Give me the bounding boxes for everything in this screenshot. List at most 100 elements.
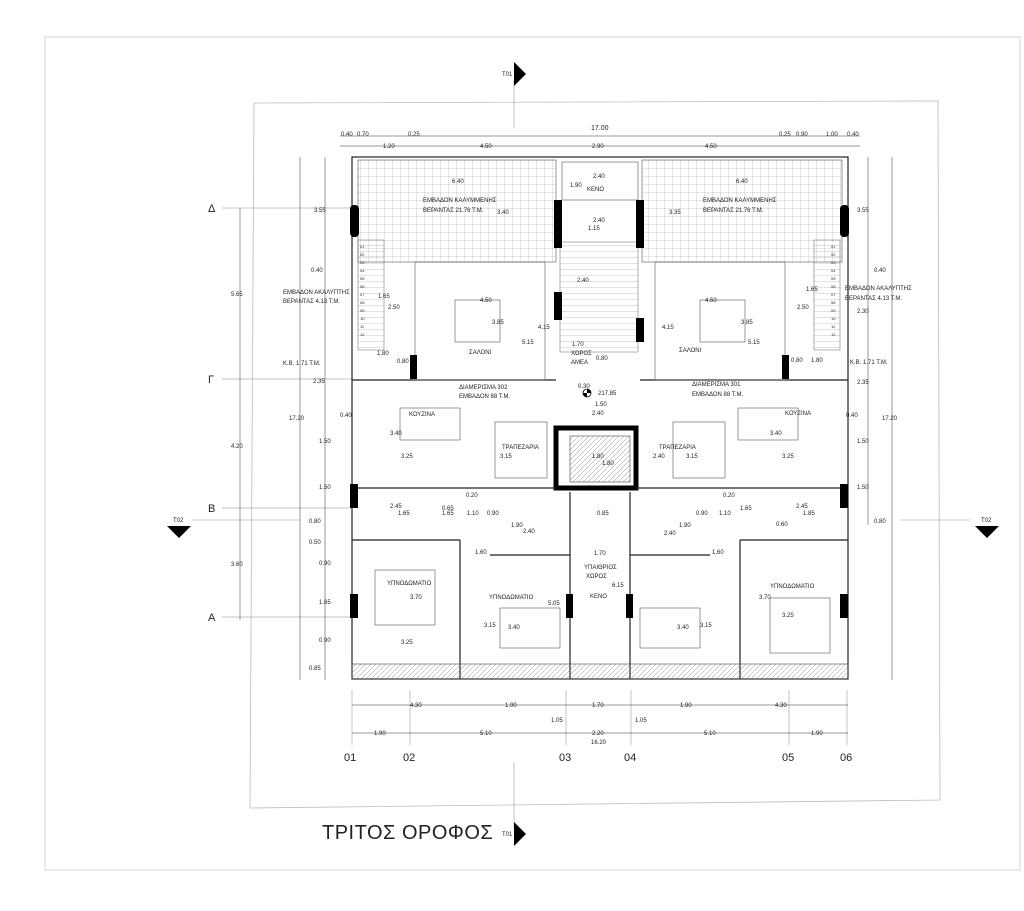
svg-text:3.70: 3.70 (759, 595, 771, 601)
svg-text:1.90: 1.90 (570, 183, 582, 189)
stair-step-number: 11 (831, 324, 836, 329)
stair-step-number: 03 (831, 260, 836, 265)
room-label: ΥΠΝΟΔΩΜΑΤΙΟ (387, 581, 432, 587)
svg-text:1.60: 1.60 (475, 550, 487, 556)
svg-text:0.90: 0.90 (696, 511, 708, 517)
dim-text: 1.50 (319, 485, 331, 491)
room-label: ΤΡΑΠΕΖΑΡΙΑ (502, 445, 539, 451)
bed-c (639, 607, 701, 649)
svg-text:3.25: 3.25 (401, 454, 413, 460)
svg-text:3.25: 3.25 (401, 640, 413, 646)
svg-text:2.40: 2.40 (653, 454, 665, 460)
dim-text: 1.90 (374, 731, 386, 737)
dim-text: 1.90 (505, 703, 517, 709)
svg-text:1.65: 1.65 (378, 294, 390, 300)
svg-text:1.65: 1.65 (442, 511, 454, 517)
bed-a (374, 569, 436, 626)
dim-text: 0.85 (309, 666, 321, 672)
dim-text: 0.90 (319, 561, 331, 567)
staircase (559, 241, 639, 353)
dim-text: 2.20 (592, 731, 604, 737)
svg-text:3.40: 3.40 (770, 431, 782, 437)
svg-text:3.25: 3.25 (782, 454, 794, 460)
section-marker-left: T02 (167, 518, 191, 538)
stair-step-number: 09 (831, 308, 836, 313)
room-label: ΒΕΡΑΝΤΑΣ 4.13 Τ.Μ. (283, 299, 340, 305)
dim-text: 1.90 (680, 703, 692, 709)
stair-step-number: 10 (360, 316, 365, 321)
svg-text:3.40: 3.40 (677, 625, 689, 631)
svg-text:3.25: 3.25 (782, 613, 794, 619)
dim-text: 0.40 (847, 132, 859, 138)
svg-text:2.45: 2.45 (796, 504, 808, 510)
dining-table-left (494, 421, 548, 479)
svg-text:2.40: 2.40 (664, 531, 676, 537)
sheet-border (44, 36, 1021, 871)
void-top (561, 161, 639, 201)
stair-step-number: 07 (360, 292, 365, 297)
section-marker-bottom: T01 (502, 822, 526, 846)
grid-axis-lines (222, 207, 848, 745)
svg-text:1.60: 1.60 (712, 550, 724, 556)
svg-text:3.40: 3.40 (497, 210, 509, 216)
svg-text:1.50: 1.50 (595, 402, 607, 408)
dining-table-right (672, 421, 726, 479)
stair-step-number: 07 (831, 292, 836, 297)
svg-text:1.80: 1.80 (377, 351, 389, 357)
svg-text:2.40: 2.40 (577, 278, 589, 284)
axis-row-label: Β (208, 503, 215, 515)
svg-text:1.65: 1.65 (740, 506, 752, 512)
svg-text:2.50: 2.50 (797, 305, 809, 311)
dim-text: 1.50 (857, 439, 869, 445)
svg-text:0.85: 0.85 (597, 511, 609, 517)
room-label: ΒΕΡΑΝΤΑΣ 4.13 Τ.Μ. (845, 296, 902, 302)
svg-text:6.40: 6.40 (452, 179, 464, 185)
room-label: ΣΑΛΟΝΙ (469, 350, 492, 356)
svg-text:1.10: 1.10 (467, 511, 479, 517)
room-label: ΒΕΡΑΝΤΑΣ 21.76 Τ.Μ. (703, 208, 764, 214)
room-label: ΕΜΒΑΔΟΝ 88 Τ.Μ. (459, 394, 510, 400)
svg-text:0.60: 0.60 (776, 522, 788, 528)
svg-text:3.85: 3.85 (741, 320, 753, 326)
dim-text: 4.30 (410, 703, 422, 709)
room-label: ΕΜΒΑΔΟΝ 88 Τ.Μ. (692, 392, 743, 398)
stair-step-number: 02 (360, 252, 365, 257)
dim-text: 1.90 (811, 731, 823, 737)
svg-text:0.20: 0.20 (466, 493, 478, 499)
dim-text: 1.70 (592, 703, 604, 709)
axis-col-label: 06 (840, 752, 852, 764)
axis-col-label: 02 (403, 752, 415, 764)
dim-text: 4.30 (775, 703, 787, 709)
room-label: ΧΩΡΟΣ (586, 574, 607, 580)
svg-text:0.90: 0.90 (487, 511, 499, 517)
stair-step-number: 05 (831, 276, 836, 281)
svg-text:1.90: 1.90 (511, 523, 523, 529)
room-label: ΣΑΛΟΝΙ (679, 348, 702, 354)
room-label: ΧΩΡΟΣ (571, 351, 592, 357)
dim-text: 0.90 (796, 132, 808, 138)
dim-text: 4.50 (705, 144, 717, 150)
svg-text:3.35: 3.35 (669, 210, 681, 216)
room-label: ΚΕΝΟ (587, 187, 604, 193)
room-label: ΒΕΡΑΝΤΑΣ 21.76 Τ.Μ. (423, 208, 484, 214)
dim-text: 0.25 (779, 132, 791, 138)
room-label: ΤΡΑΠΕΖΑΡΙΑ (659, 445, 696, 451)
section-mark-top-label: T01 (502, 72, 513, 78)
page-title: ΤΡΙΤΟΣ ΟΡΟΦΟΣ (322, 822, 493, 844)
level-marker: 217.85 (582, 388, 617, 398)
svg-text:0.80: 0.80 (596, 356, 608, 362)
svg-text:2.40: 2.40 (523, 529, 535, 535)
room-label: ΥΠΝΟΔΩΜΑΤΙΟ (770, 584, 815, 590)
room-label: ΑΜΕΑ (571, 360, 588, 366)
site-boundary (249, 100, 941, 809)
svg-text:3.15: 3.15 (700, 623, 712, 629)
svg-text:1.70: 1.70 (572, 342, 584, 348)
stair-step-number: 06 (831, 284, 836, 289)
axis-col-label: 01 (344, 752, 356, 764)
svg-text:4.50: 4.50 (705, 298, 717, 304)
dim-text: 0.80 (309, 519, 321, 525)
dim-text: 0.40 (341, 132, 353, 138)
room-label: ΕΜΒΑΔΟΝ ΑΚΑΛΥΠΤΗΣ (845, 286, 912, 292)
